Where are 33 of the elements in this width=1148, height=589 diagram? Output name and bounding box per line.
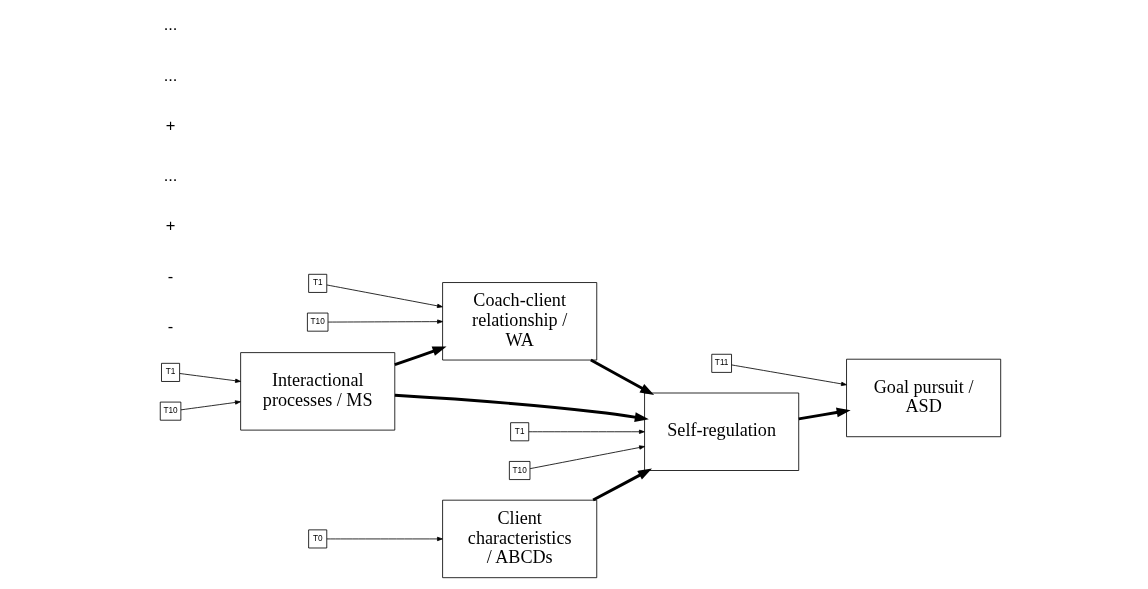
node-box: T11	[710, 353, 732, 373]
node-box: Self-regulation	[643, 392, 799, 471]
arrow	[180, 400, 241, 411]
node-box: T1	[509, 422, 529, 442]
node-box: T1	[307, 273, 327, 293]
node-box: T10	[159, 401, 181, 421]
label: -	[167, 317, 173, 336]
label: -	[167, 266, 173, 285]
node-box: Coach-client relationship / WA	[441, 282, 597, 361]
arrow	[393, 346, 447, 367]
arrow	[178, 373, 241, 383]
arrow	[591, 468, 652, 502]
node-box: T10	[306, 312, 328, 332]
arrow	[529, 445, 645, 470]
arrow	[325, 284, 443, 308]
label: ...	[163, 15, 177, 34]
label: +	[165, 216, 175, 235]
label: ...	[163, 65, 177, 84]
node-box: Goal pursuit / ASD	[845, 358, 1001, 438]
arrow	[589, 358, 654, 395]
label: ...	[163, 166, 177, 185]
arrow	[730, 364, 847, 387]
node-box: T0	[307, 529, 327, 549]
arrow	[798, 407, 851, 421]
arrow	[325, 536, 443, 542]
label: +	[165, 115, 175, 134]
arrow	[327, 319, 443, 324]
node-box: T10	[508, 461, 530, 480]
arrow	[527, 429, 645, 434]
node-box: Client characteristics / ABCDs	[441, 499, 597, 579]
node-box: Interactional processes / MS	[239, 352, 395, 431]
arrow	[394, 393, 649, 422]
node-box: T1	[160, 362, 180, 382]
